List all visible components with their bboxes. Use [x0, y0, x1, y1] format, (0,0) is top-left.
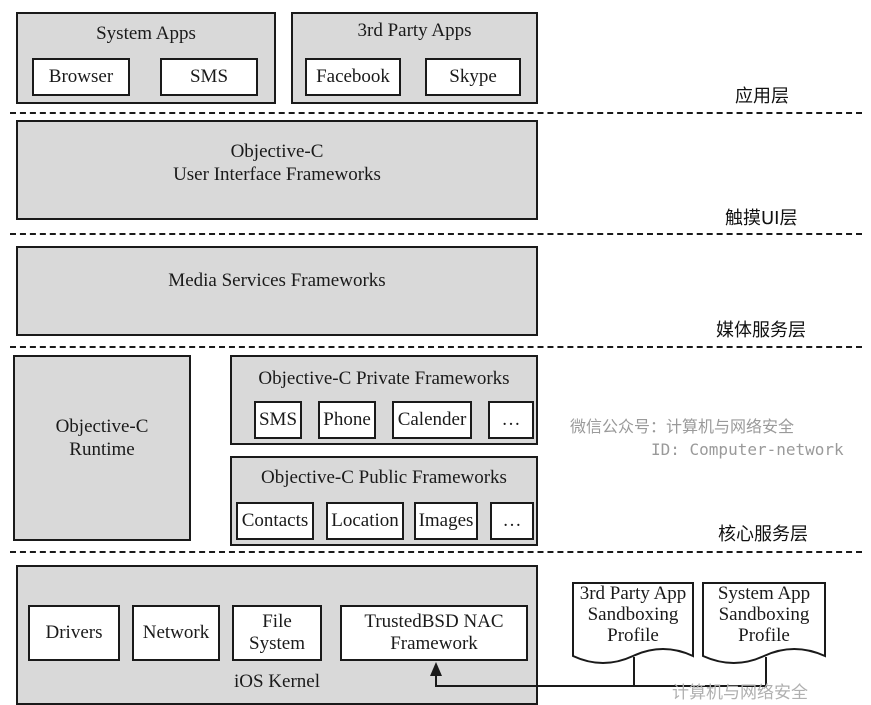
drivers-box: Drivers [28, 605, 120, 661]
private-frameworks-title: Objective-C Private Frameworks [258, 368, 510, 389]
nac-line1: TrustedBSD NAC [364, 611, 504, 632]
watermark-bottom: 计算机与网络安全 [672, 683, 808, 703]
nac-line2: Framework [390, 633, 478, 654]
core-layer-label: 核心服务层 [718, 524, 808, 545]
browser-box: Browser [32, 58, 130, 96]
watermark-line2: ID: Computer-network [651, 440, 844, 459]
arrowhead-icon [430, 662, 442, 676]
skype-box: Skype [425, 58, 521, 96]
media-layer-label: 媒体服务层 [716, 320, 806, 341]
trustedbsd-nac-box: TrustedBSD NAC Framework [340, 605, 528, 661]
system-sandbox-profile: System App Sandboxing Profile [700, 580, 828, 670]
divider-app [10, 112, 862, 114]
touch-layer-label: 触摸UI层 [725, 208, 798, 229]
media-services-title: Media Services Frameworks [168, 269, 386, 291]
divider-media [10, 346, 862, 348]
ui-frameworks-line1: Objective-C [230, 141, 324, 162]
facebook-box: Facebook [305, 58, 401, 96]
media-services-box: Media Services Frameworks [16, 246, 538, 336]
watermark-line1: 微信公众号：计算机与网络安全 [570, 417, 795, 436]
private-sms-box: SMS [254, 401, 302, 439]
system-apps-group: System Apps Browser SMS [16, 12, 276, 104]
document-shape-icon [702, 582, 826, 664]
contacts-box: Contacts [236, 502, 314, 540]
phone-box: Phone [318, 401, 376, 439]
third-party-sandbox-profile: 3rd Party App Sandboxing Profile [570, 580, 696, 670]
system-sandbox-line1: System App [717, 583, 811, 604]
calender-box: Calender [392, 401, 472, 439]
app-layer-label: 应用层 [735, 86, 789, 107]
network-box: Network [132, 605, 220, 661]
ui-frameworks-line2: User Interface Frameworks [173, 164, 381, 185]
system-sms-box: SMS [160, 58, 258, 96]
file-system-box: File System [232, 605, 322, 661]
private-more-box: … [488, 401, 534, 439]
private-frameworks-group: Objective-C Private Frameworks SMS Phone… [230, 355, 538, 445]
images-box: Images [414, 502, 478, 540]
system-sandbox-line3: Profile [738, 625, 790, 646]
objc-runtime-box: Objective-C Runtime [13, 355, 191, 541]
public-more-box: … [490, 502, 534, 540]
document-shape-icon [572, 582, 694, 664]
third-party-apps-title: 3rd Party Apps [357, 20, 472, 41]
runtime-line1: Objective-C [55, 416, 149, 437]
ios-kernel-title: iOS Kernel [233, 671, 320, 692]
public-frameworks-group: Objective-C Public Frameworks Contacts L… [230, 456, 538, 546]
file-system-line1: File [262, 611, 292, 632]
divider-touch [10, 233, 862, 235]
ui-frameworks-box: Objective-C User Interface Frameworks [16, 120, 538, 220]
third-party-sandbox-line3: Profile [607, 625, 659, 646]
system-apps-title: System Apps [96, 23, 196, 44]
location-box: Location [326, 502, 404, 540]
file-system-line2: System [249, 633, 305, 654]
third-party-sandbox-line2: Sandboxing [587, 604, 679, 625]
third-party-sandbox-line1: 3rd Party App [579, 583, 687, 604]
divider-core [10, 551, 862, 553]
third-party-apps-group: 3rd Party Apps Facebook Skype [291, 12, 538, 104]
public-frameworks-title: Objective-C Public Frameworks [261, 467, 507, 488]
system-sandbox-line2: Sandboxing [718, 604, 810, 625]
runtime-line2: Runtime [69, 439, 135, 460]
